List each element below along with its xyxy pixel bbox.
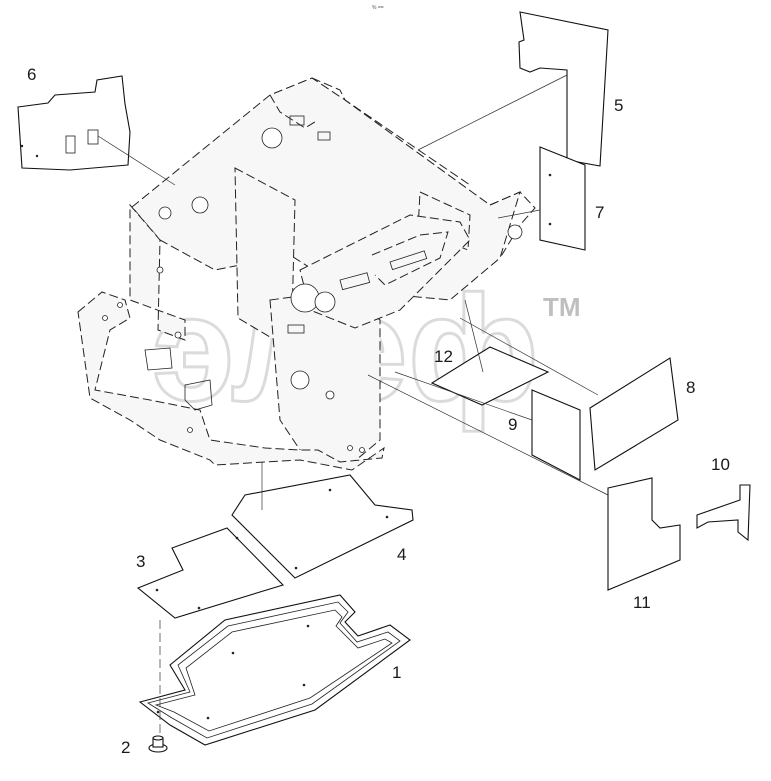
callout-10: 10 xyxy=(711,455,730,474)
frame-base-plate xyxy=(77,291,385,471)
part-7-plate: 7 xyxy=(497,146,604,251)
callout-8: 8 xyxy=(686,378,695,397)
callout-3: 3 xyxy=(136,552,145,571)
callout-2: 2 xyxy=(121,738,130,757)
part-9-panel: 9 xyxy=(394,371,581,481)
callout-7: 7 xyxy=(595,203,604,222)
callout-6: 6 xyxy=(27,65,36,84)
frame-left-column xyxy=(129,203,186,341)
callout-5: 5 xyxy=(614,96,623,115)
callout-4: 4 xyxy=(397,545,406,564)
callout-11: 11 xyxy=(633,593,651,612)
callout-12: 12 xyxy=(434,347,453,366)
part-6-side-panel: 6 xyxy=(17,65,176,186)
part-12-mat: 12 xyxy=(430,299,550,406)
callout-9: 9 xyxy=(508,415,517,434)
watermark-trademark: TM xyxy=(543,292,581,322)
part-11-panel: 11 xyxy=(367,374,681,612)
part-5-rear-panel: 5 xyxy=(417,11,623,167)
part-2-bolt: 2 xyxy=(121,620,168,757)
callout-1: 1 xyxy=(392,663,401,682)
part-10-bracket: 10 xyxy=(696,455,751,542)
part-8-panel: 8 xyxy=(459,317,695,471)
part-1-floor-mat: 1 xyxy=(138,594,411,746)
main-frame xyxy=(77,77,536,471)
frame-center-trough xyxy=(299,214,471,329)
part-4-floor-plate: 4 xyxy=(231,462,414,579)
header-stamp: % == xyxy=(372,5,384,11)
part-3-floor-plate: 3 xyxy=(136,527,285,619)
